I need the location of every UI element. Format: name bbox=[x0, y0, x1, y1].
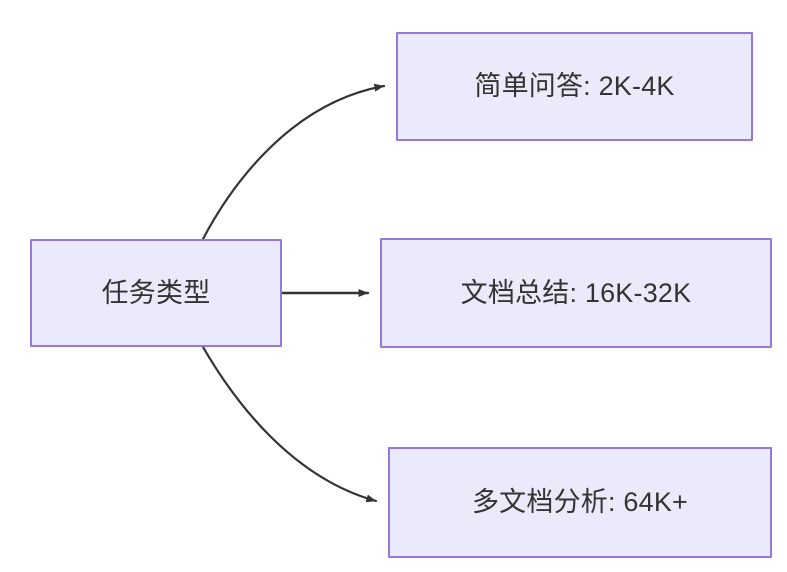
node-multi-document-analysis[interactable]: 多文档分析: 64K+ bbox=[388, 447, 772, 558]
node-document-summary-label: 文档总结: 16K-32K bbox=[460, 277, 692, 308]
node-task-type[interactable]: 任务类型 bbox=[30, 239, 282, 347]
node-simple-qa-label: 简单问答: 2K-4K bbox=[474, 71, 675, 102]
edge-root-to-simple bbox=[201, 83, 386, 241]
node-document-summary[interactable]: 文档总结: 16K-32K bbox=[380, 238, 772, 348]
edge-root-to-multidoc bbox=[201, 345, 378, 503]
node-task-type-label: 任务类型 bbox=[101, 277, 211, 308]
node-multi-document-analysis-label: 多文档分析: 64K+ bbox=[471, 487, 688, 518]
node-simple-qa[interactable]: 简单问答: 2K-4K bbox=[396, 32, 753, 141]
